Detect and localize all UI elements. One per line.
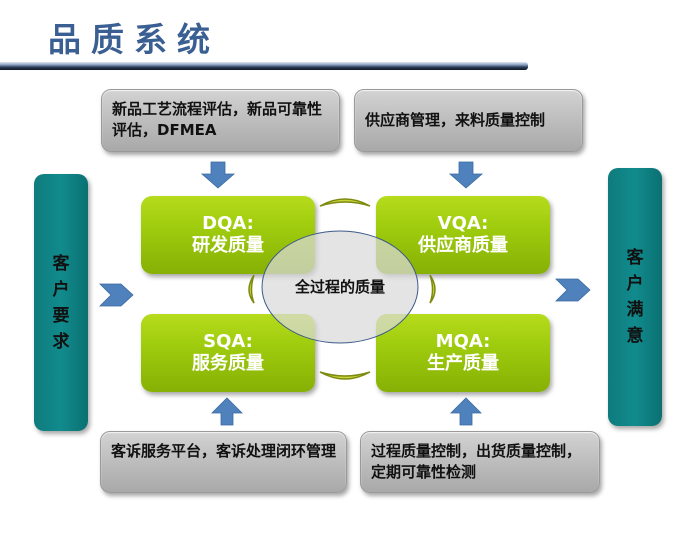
arrow-up-icon <box>211 397 243 426</box>
note-bottom-left-text: 客诉服务平台，客诉处理闭环管理 <box>111 442 337 460</box>
quadrant-mqa-code: MQA: <box>435 331 491 352</box>
quadrant-vqa-name: 供应商质量 <box>418 235 508 256</box>
note-top-left: 新品工艺流程评估，新品可靠性评估，DFMEA <box>101 89 340 152</box>
quadrant-sqa-code: SQA: <box>203 331 253 352</box>
customer-requirement-label: 客户要求 <box>52 253 70 352</box>
arc-top-icon <box>319 198 371 207</box>
chevron-right-icon <box>555 278 591 302</box>
center-ellipse <box>261 230 419 344</box>
chevron-right-icon <box>99 283 134 307</box>
arc-right-icon <box>429 274 436 304</box>
arc-bottom-icon <box>319 371 371 380</box>
quadrant-dqa-code: DQA: <box>202 213 254 234</box>
note-top-right-text: 供应商管理，来料质量控制 <box>365 111 546 129</box>
arrow-up-icon <box>450 397 482 426</box>
page-title: 品质系统 <box>48 20 220 59</box>
quadrant-dqa-name: 研发质量 <box>192 235 264 256</box>
note-bottom-left: 客诉服务平台，客诉处理闭环管理 <box>100 431 347 493</box>
quadrant-mqa: MQA: 生产质量 <box>376 314 550 392</box>
title-underline <box>0 62 528 70</box>
quadrant-sqa-name: 服务质量 <box>192 353 264 374</box>
note-top-right: 供应商管理，来料质量控制 <box>354 89 583 152</box>
customer-satisfaction-box: 客户满意 <box>608 168 662 426</box>
arc-left-icon <box>248 274 255 304</box>
note-top-left-text: 新品工艺流程评估，新品可靠性评估，DFMEA <box>112 100 323 139</box>
arrow-down-icon <box>448 161 484 189</box>
arrow-down-icon <box>200 161 236 189</box>
customer-requirement-box: 客户要求 <box>34 174 88 431</box>
quadrant-vqa-code: VQA: <box>437 213 489 234</box>
note-bottom-right-text: 过程质量控制，出货质量控制，定期可靠性检测 <box>371 442 582 481</box>
quadrant-mqa-name: 生产质量 <box>427 353 499 374</box>
customer-satisfaction-label: 客户满意 <box>626 248 644 346</box>
center-label: 全过程的质量 <box>294 278 385 296</box>
note-bottom-right: 过程质量控制，出货质量控制，定期可靠性检测 <box>360 431 600 493</box>
